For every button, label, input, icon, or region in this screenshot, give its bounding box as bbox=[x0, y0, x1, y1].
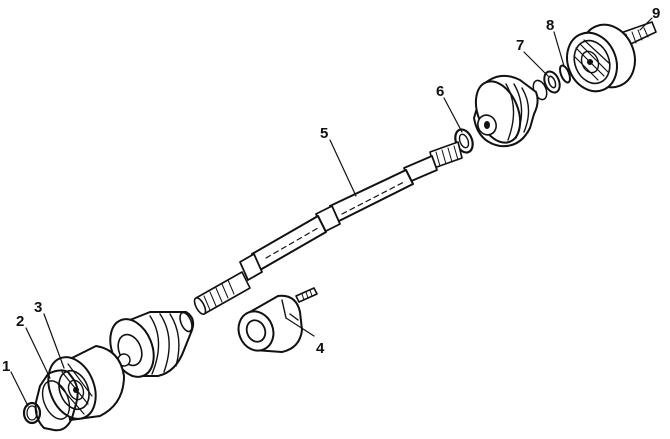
part-9-outer-cv-joint bbox=[566, 21, 657, 93]
callout-1: 1 bbox=[2, 358, 10, 375]
part-2-gasket bbox=[34, 369, 79, 432]
part-1-circlip bbox=[22, 401, 42, 425]
leader-lines bbox=[10, 17, 653, 407]
callout-8: 8 bbox=[546, 17, 554, 34]
callout-9: 9 bbox=[652, 5, 660, 22]
part-7-dished-washer bbox=[543, 70, 561, 94]
outer-boot bbox=[473, 74, 548, 148]
part-5-drive-shaft bbox=[193, 141, 463, 315]
callout-4: 4 bbox=[316, 340, 325, 357]
callout-5: 5 bbox=[320, 125, 328, 142]
part-3-inner-cv-joint bbox=[47, 345, 125, 421]
callout-3: 3 bbox=[34, 299, 42, 316]
callout-7: 7 bbox=[516, 37, 524, 54]
callout-6: 6 bbox=[436, 83, 444, 100]
part-4-damper-weight bbox=[237, 287, 318, 353]
part-8-circlip bbox=[558, 64, 572, 84]
inner-boot bbox=[109, 311, 195, 378]
callout-2: 2 bbox=[16, 313, 24, 330]
callouts: 1 2 3 4 5 6 7 8 9 bbox=[2, 5, 660, 375]
